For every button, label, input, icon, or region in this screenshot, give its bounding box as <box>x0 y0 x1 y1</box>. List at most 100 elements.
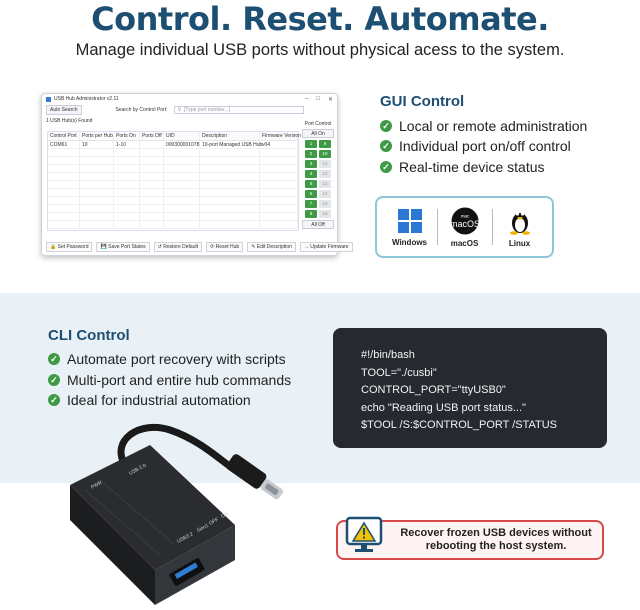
search-placeholder: [Type port number...] <box>184 107 231 113</box>
port-toggle-button[interactable]: 7 <box>305 200 317 208</box>
table-cell <box>200 189 260 196</box>
svg-text:macOS: macOS <box>449 219 479 229</box>
cli-feature: ✓Ideal for industrial automation <box>48 392 251 408</box>
table-cell <box>260 221 298 228</box>
page-title: Control. Reset. Automate. <box>91 0 549 38</box>
table-cell <box>80 197 114 204</box>
table-cell <box>114 205 140 212</box>
port-toggle-button[interactable]: 3 <box>305 160 317 168</box>
bottom-action-button[interactable]: ✎ Edit Description <box>247 242 296 252</box>
window-bottom-bar: 🔒 Set Password💾 Save Port States↺ Restor… <box>46 242 353 252</box>
maximize-icon[interactable]: □ <box>316 95 320 102</box>
table-cell <box>164 157 200 164</box>
os-support-box: Windows mac macOS macOS Linux <box>375 196 554 258</box>
table-cell <box>260 197 298 204</box>
windows-icon <box>397 208 422 233</box>
port-toggle-button[interactable]: 4 <box>305 170 317 178</box>
recovery-callout: Recover frozen USB devices without reboo… <box>336 516 604 560</box>
search-input[interactable]: ⚲ [Type port number...] <box>173 106 304 114</box>
port-toggle-button[interactable]: 12 <box>319 170 331 178</box>
column-header[interactable]: UID <box>164 132 200 140</box>
port-toggle-button[interactable]: 16 <box>319 210 331 218</box>
table-cell <box>200 213 260 220</box>
save-icon: 💾 <box>100 244 109 250</box>
all-off-button[interactable]: All Off <box>302 220 334 229</box>
bottom-action-button[interactable]: ⟳ Reset Hub <box>205 242 244 252</box>
table-cell <box>140 197 164 204</box>
port-toggle-button[interactable]: 2 <box>305 150 317 158</box>
port-toggle-button[interactable]: 6 <box>305 190 317 198</box>
table-cell <box>48 205 80 212</box>
bottom-action-button[interactable]: 🔒 Set Password <box>46 242 93 252</box>
table-cell <box>140 205 164 212</box>
all-on-button[interactable]: All On <box>302 129 334 138</box>
gui-feature: ✓Local or remote administration <box>380 118 587 134</box>
table-row <box>48 213 298 221</box>
table-cell <box>80 149 114 156</box>
port-toggle-button[interactable]: 15 <box>319 200 331 208</box>
table-cell <box>80 205 114 212</box>
os-label: macOS <box>450 238 479 248</box>
bottom-action-button[interactable]: ↺ Restore Default <box>153 242 202 252</box>
window-toolbar: Auto Search Search by Control Port: ⚲ [T… <box>42 104 337 116</box>
port-toggle-button[interactable]: 14 <box>319 190 331 198</box>
code-line: CONTROL_PORT="ttyUSB0" <box>361 384 506 396</box>
table-cell <box>140 189 164 196</box>
gui-feature: ✓Real-time device status <box>380 159 545 175</box>
port-toggle-button[interactable]: 5 <box>305 180 317 188</box>
column-header[interactable]: Description <box>200 132 260 140</box>
restore-icon: ↺ <box>157 244 164 250</box>
usb-hub-device-image: USB 2.0 USB3.2 Gen1 PWR OFF ON <box>70 423 284 605</box>
column-header[interactable]: Ports On <box>114 132 140 140</box>
table-cell <box>164 165 200 172</box>
table-cell <box>200 165 260 172</box>
table-row <box>48 157 298 165</box>
table-cell <box>260 149 298 156</box>
table-cell <box>140 213 164 220</box>
bottom-action-button[interactable]: 💾 Save Port States <box>96 242 150 252</box>
page-subtitle: Manage individual USB ports without phys… <box>75 41 565 59</box>
port-toggle-button[interactable]: 13 <box>319 180 331 188</box>
table-cell <box>140 141 164 148</box>
port-toggle-button[interactable]: 8 <box>305 210 317 218</box>
hub-count-text: 1 USB Hub(s) Found <box>46 118 93 124</box>
port-toggle-button[interactable]: 9 <box>319 140 331 148</box>
table-cell: 10-port Managed USB Hub <box>202 141 263 148</box>
column-header[interactable]: Control Port <box>48 132 80 140</box>
auto-search-button[interactable]: Auto Search <box>46 105 82 115</box>
app-icon <box>46 96 51 102</box>
divider <box>436 209 438 245</box>
table-row <box>48 165 298 173</box>
table-cell <box>200 205 260 212</box>
column-header[interactable]: Ports per Hub <box>82 132 114 140</box>
cli-feature: ✓Automate port recovery with scripts <box>48 351 286 367</box>
table-cell <box>260 189 298 196</box>
check-icon: ✓ <box>48 353 60 365</box>
callout-text: Recover frozen USB devices without reboo… <box>400 527 592 552</box>
column-header[interactable]: Ports Off <box>140 132 164 140</box>
device-label: PWR <box>90 480 103 491</box>
bottom-action-label: Reset Hub <box>215 244 240 250</box>
table-row <box>48 221 298 229</box>
table-row <box>48 189 298 197</box>
port-toggle-button[interactable]: 11 <box>319 160 331 168</box>
table-cell <box>114 173 140 180</box>
close-icon[interactable]: ✕ <box>327 96 333 103</box>
column-header[interactable]: Firmware Version <box>262 132 301 140</box>
port-toggle-button[interactable]: 10 <box>319 150 331 158</box>
table-row <box>48 149 298 157</box>
bottom-action-button[interactable]: → Update Firmware <box>299 242 353 252</box>
table-cell <box>48 197 80 204</box>
os-label: Windows <box>391 237 428 247</box>
reset-icon: ⟳ <box>209 244 216 250</box>
minimize-icon[interactable]: – <box>305 95 309 102</box>
port-toggle-button[interactable]: 1 <box>305 140 317 148</box>
